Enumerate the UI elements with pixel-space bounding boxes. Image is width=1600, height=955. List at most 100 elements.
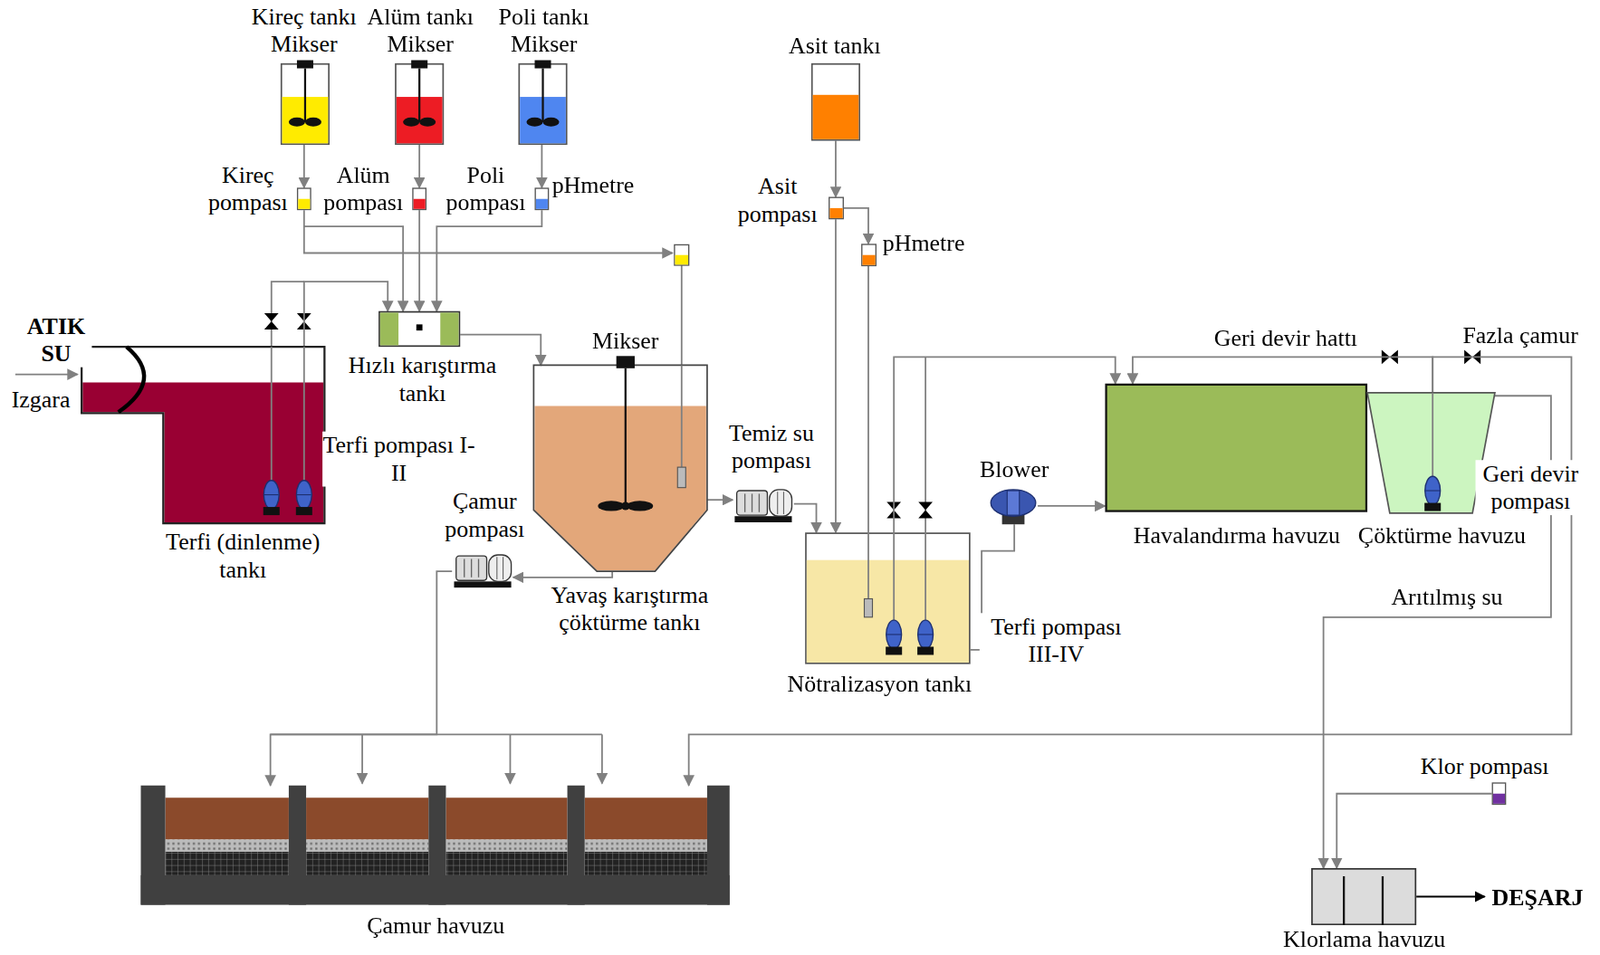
node-label: Alüm pompası — [318, 161, 409, 217]
pump-base — [917, 646, 934, 655]
pipe-connector — [689, 356, 1572, 786]
node-label: Havalandırma havuzu — [1133, 521, 1341, 549]
pipe-connector — [794, 504, 817, 534]
lime-tank: Kireç tankı Mikser — [280, 63, 330, 145]
node-label: pHmetre — [882, 229, 966, 258]
node-label: Alüm tankı Mikser — [360, 2, 481, 58]
valve — [918, 501, 933, 518]
gravel-layer — [306, 839, 429, 853]
discharge-arrow — [1416, 896, 1486, 899]
alum-tank-shape — [394, 63, 444, 145]
diagram-label: Mikser — [592, 327, 659, 355]
probe-wire — [680, 364, 683, 468]
diagram-label: pHmetre — [552, 171, 635, 199]
impeller — [626, 500, 653, 511]
tank-end — [440, 312, 459, 345]
mixer-motor — [535, 59, 552, 68]
pump-base — [453, 581, 511, 588]
casing-line — [777, 491, 785, 515]
node-label: Blower — [979, 456, 1049, 484]
node-label: Klorlama havuzu — [1283, 925, 1446, 953]
node-label: Poli tankı Mikser — [483, 2, 604, 58]
lift-tank-shape — [81, 346, 325, 524]
connector-label: Geri devir hattı — [1214, 324, 1358, 352]
probe-wire — [867, 532, 870, 599]
submersible-pump — [296, 480, 312, 510]
pipe-connector — [843, 208, 869, 244]
ph-meter-shape — [861, 243, 877, 267]
diagram-label: Terfi pompası I-II — [322, 431, 476, 488]
water-pump: Temiz su pompası — [732, 485, 795, 523]
impeller — [305, 117, 322, 127]
mixing-tank — [379, 312, 460, 347]
dosing-pump-box — [412, 188, 426, 210]
mixer-shaft — [624, 368, 627, 505]
probe-wire — [680, 265, 683, 365]
pipe-connector — [867, 266, 870, 533]
node-label: Terfi (dinlenme) tankı — [153, 528, 333, 585]
sludge-pipe — [509, 734, 512, 784]
drain-layer — [306, 852, 429, 876]
pump-pipe — [892, 532, 895, 621]
connector-label: Arıtılmış su — [1390, 584, 1503, 612]
sludge-pipe — [361, 734, 364, 784]
node-label: Çöktürme havuzu — [1358, 521, 1526, 549]
pump-base — [263, 507, 280, 516]
chlorination-basin — [1312, 869, 1416, 925]
pipe-connector — [418, 144, 421, 188]
screen-bar — [118, 346, 144, 412]
drain-layer — [445, 852, 567, 876]
pump-pipe — [1431, 392, 1434, 477]
node-label: Çamur pompası — [439, 488, 531, 544]
dosing-pump: Alüm pompası — [411, 187, 427, 211]
dosing-pump: Klor pompası — [1492, 782, 1507, 805]
submersible-pump — [886, 620, 902, 650]
dosing-pump-fill — [297, 199, 310, 210]
sludge-layer — [584, 797, 708, 840]
pump-pipe — [303, 346, 306, 481]
pump-casing — [769, 489, 793, 517]
node-label: Temiz su pompası — [720, 419, 824, 475]
pipe-connector — [513, 571, 613, 578]
mixer-shaft — [418, 68, 421, 123]
pipe-connector — [1037, 505, 1105, 508]
blower-casing — [990, 489, 1036, 517]
impeller — [526, 117, 543, 127]
sludge-pump-shape — [451, 551, 514, 590]
dosing-pump-shape — [535, 187, 550, 211]
aeration-basin — [1106, 384, 1367, 512]
tank-wall — [805, 533, 970, 664]
dosing-pump-box — [297, 188, 311, 210]
pump-base — [296, 507, 313, 516]
dosing-pump-shape — [411, 187, 427, 211]
tank-wall — [533, 364, 708, 572]
motor-fins — [745, 493, 760, 512]
submersible-pump — [1425, 476, 1441, 506]
pump-base — [885, 646, 902, 655]
diagram-label: ATIK SU — [20, 312, 93, 368]
tank-wall — [81, 346, 325, 524]
mixer-motor — [616, 355, 635, 369]
chlorination-basin: Klorlama havuzu — [1311, 868, 1417, 926]
node-label: Yavaş karıştırma çöktürme tankı — [537, 581, 722, 637]
pump-seam — [886, 633, 901, 635]
tank-liquid — [535, 406, 707, 571]
ph-meter-fill — [675, 255, 689, 266]
dosing-pump: Asit pompası — [828, 196, 844, 220]
rapid-mix-tank-shape — [378, 311, 460, 347]
mixer-dot — [416, 324, 423, 331]
ph-meter — [674, 244, 690, 266]
dosing-pump-shape — [297, 187, 312, 211]
pump-seam — [297, 494, 312, 496]
poly-tank-shape — [517, 63, 567, 145]
dosing-pump-fill — [1493, 794, 1505, 805]
dosing-pump-fill — [829, 208, 843, 219]
acid-tank-shape — [811, 63, 861, 142]
motor-fins — [464, 559, 480, 578]
impeller — [288, 117, 306, 127]
node-label: Asit tankı — [788, 31, 882, 59]
neutralization-tank: Nötralizasyon tankı — [804, 532, 971, 664]
mixer-shaft — [541, 68, 544, 123]
settling-tank-shape — [533, 364, 708, 572]
tank-liquid — [813, 95, 860, 140]
